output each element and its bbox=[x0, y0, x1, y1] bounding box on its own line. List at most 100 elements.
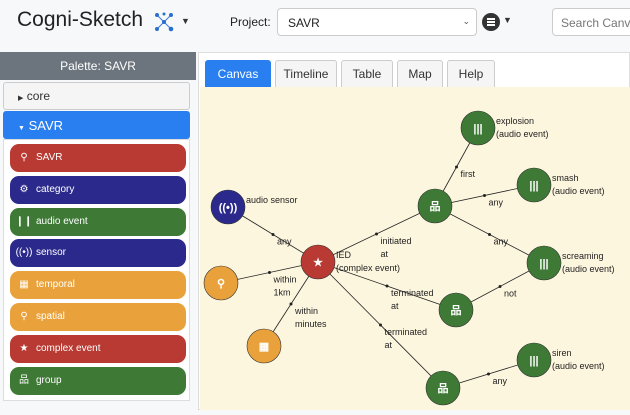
group-icon: 品 bbox=[430, 200, 441, 213]
node-siren[interactable]: |||siren(audio event) bbox=[516, 342, 605, 378]
edge-midpoint[interactable] bbox=[483, 194, 486, 197]
node-circle[interactable] bbox=[438, 292, 474, 328]
edge-label: minutes bbox=[295, 319, 327, 329]
edge-midpoint[interactable] bbox=[289, 302, 293, 306]
project-value: SAVR bbox=[288, 16, 320, 30]
palette-item-audio-event[interactable]: ❙❙audio event bbox=[10, 207, 186, 236]
node-ied[interactable]: ★IED(complex event) bbox=[300, 244, 400, 280]
node-label: (audio event) bbox=[552, 361, 605, 371]
palette-item-complex-event[interactable]: ★ complex event bbox=[10, 334, 186, 363]
broadcast-icon: ((•)) bbox=[15, 247, 33, 259]
palette-section-savr[interactable]: ▼ SAVR bbox=[3, 111, 190, 139]
menu-caret-icon[interactable]: ▼ bbox=[503, 15, 512, 25]
node-circle[interactable] bbox=[425, 370, 461, 406]
edge-midpoint[interactable] bbox=[271, 233, 275, 236]
node-g1[interactable]: 品 bbox=[417, 188, 453, 224]
tab-timeline[interactable]: Timeline bbox=[275, 60, 337, 87]
sensor-icon: ((•)) bbox=[219, 202, 238, 214]
calendar-icon: ▦ bbox=[19, 279, 29, 291]
node-circle[interactable] bbox=[300, 244, 336, 280]
audio-event-icon: ||| bbox=[473, 123, 482, 135]
node-temporal[interactable]: ▦ bbox=[246, 328, 282, 364]
node-explosion[interactable]: ||| explosion (audio event) bbox=[460, 110, 549, 146]
calendar-star-icon: ★ bbox=[19, 342, 29, 354]
audio-wave-icon: ❙❙ bbox=[15, 215, 33, 227]
edge-sensor-ied[interactable]: any bbox=[227, 206, 319, 263]
node-label: explosion bbox=[496, 116, 534, 126]
palette-item-savr[interactable]: ⚲SAVR bbox=[10, 144, 186, 172]
menu-icon[interactable] bbox=[482, 13, 500, 31]
node-circle[interactable] bbox=[210, 189, 246, 225]
node-circle[interactable] bbox=[526, 245, 562, 281]
brand-menu-caret-icon[interactable]: ▼ bbox=[181, 16, 190, 26]
section-label: core bbox=[26, 89, 51, 103]
group-icon: 品 bbox=[438, 382, 449, 395]
palette-item-label: complex event bbox=[36, 342, 101, 354]
tab-help[interactable]: Help bbox=[447, 60, 495, 87]
node-g3[interactable]: 品 bbox=[425, 370, 461, 406]
node-circle[interactable] bbox=[417, 188, 453, 224]
caret-right-icon: ▶ bbox=[18, 95, 24, 102]
node-screaming[interactable]: ||| screaming (audio event) bbox=[526, 245, 615, 281]
edge-midpoint[interactable] bbox=[268, 271, 271, 274]
edge-midpoint[interactable] bbox=[375, 232, 378, 236]
edge-midpoint[interactable] bbox=[498, 285, 502, 288]
edge-midpoint[interactable] bbox=[487, 372, 490, 376]
node-label: (audio event) bbox=[496, 129, 549, 139]
project-label: Project: bbox=[230, 15, 271, 29]
palette-item-sensor[interactable]: ((•))sensor bbox=[10, 239, 186, 268]
node-label: audio sensor bbox=[246, 195, 298, 205]
node-g2[interactable]: 品 bbox=[438, 292, 474, 328]
tab-canvas[interactable]: Canvas bbox=[205, 60, 271, 87]
palette-section-core[interactable]: ▶ core bbox=[3, 82, 190, 110]
node-label: IED bbox=[336, 250, 352, 260]
edge-midpoint[interactable] bbox=[379, 323, 382, 327]
edge-label: initiated bbox=[381, 236, 412, 246]
palette-item-label: sensor bbox=[36, 247, 67, 259]
edge-label: terminated bbox=[385, 327, 428, 337]
node-circle[interactable] bbox=[516, 167, 552, 203]
edge-g1-screaming[interactable]: any bbox=[434, 205, 545, 264]
search-input[interactable]: Search Canvas bbox=[552, 8, 630, 36]
node-label: smash bbox=[552, 173, 579, 183]
node-label: (audio event) bbox=[552, 186, 605, 196]
node-label: screaming bbox=[562, 251, 604, 261]
project-select[interactable]: SAVR⌄ bbox=[277, 8, 477, 36]
tab-table[interactable]: Table bbox=[341, 60, 393, 87]
edge-midpoint[interactable] bbox=[455, 165, 458, 169]
graph-canvas[interactable]: anywithin1kmwithinminutesinitiatedatterm… bbox=[200, 87, 630, 410]
brand-title: Cogni-Sketch bbox=[17, 8, 144, 31]
map-pin-icon: ⚲ bbox=[20, 311, 28, 322]
edge-label: not bbox=[504, 289, 517, 299]
network-logo-icon[interactable] bbox=[153, 11, 175, 33]
spatial-icon: ⚲ bbox=[217, 278, 225, 290]
palette-item-label: temporal bbox=[36, 279, 75, 291]
node-circle[interactable] bbox=[246, 328, 282, 364]
edge-midpoint[interactable] bbox=[385, 284, 389, 288]
node-smash[interactable]: |||smash(audio event) bbox=[516, 167, 605, 203]
tab-map[interactable]: Map bbox=[397, 60, 443, 87]
edge-label: terminated bbox=[391, 288, 434, 298]
node-label: (audio event) bbox=[562, 264, 615, 274]
node-circle[interactable] bbox=[203, 265, 239, 301]
node-circle[interactable] bbox=[516, 342, 552, 378]
hierarchy-icon: 品 bbox=[19, 374, 29, 386]
palette-item-temporal[interactable]: ▦ temporal bbox=[10, 271, 186, 300]
edge-label: within bbox=[273, 275, 297, 285]
edge-midpoint[interactable] bbox=[488, 233, 491, 236]
node-sensor[interactable]: ((•)) audio sensor bbox=[210, 189, 298, 225]
node-label: siren bbox=[552, 348, 572, 358]
audio-event-icon: ||| bbox=[539, 258, 548, 270]
palette-items: ⚲SAVR ⚙category ❙❙audio event ((•))sensor ▦ t… bbox=[3, 139, 190, 401]
palette-item-category[interactable]: ⚙category bbox=[10, 175, 186, 204]
node-spatial[interactable]: ⚲ bbox=[203, 265, 239, 301]
palette-item-label: audio event bbox=[36, 215, 88, 227]
node-circle[interactable] bbox=[460, 110, 496, 146]
caret-down-icon: ▼ bbox=[18, 125, 25, 132]
palette-item-spatial[interactable]: ⚲spatial bbox=[10, 303, 186, 331]
